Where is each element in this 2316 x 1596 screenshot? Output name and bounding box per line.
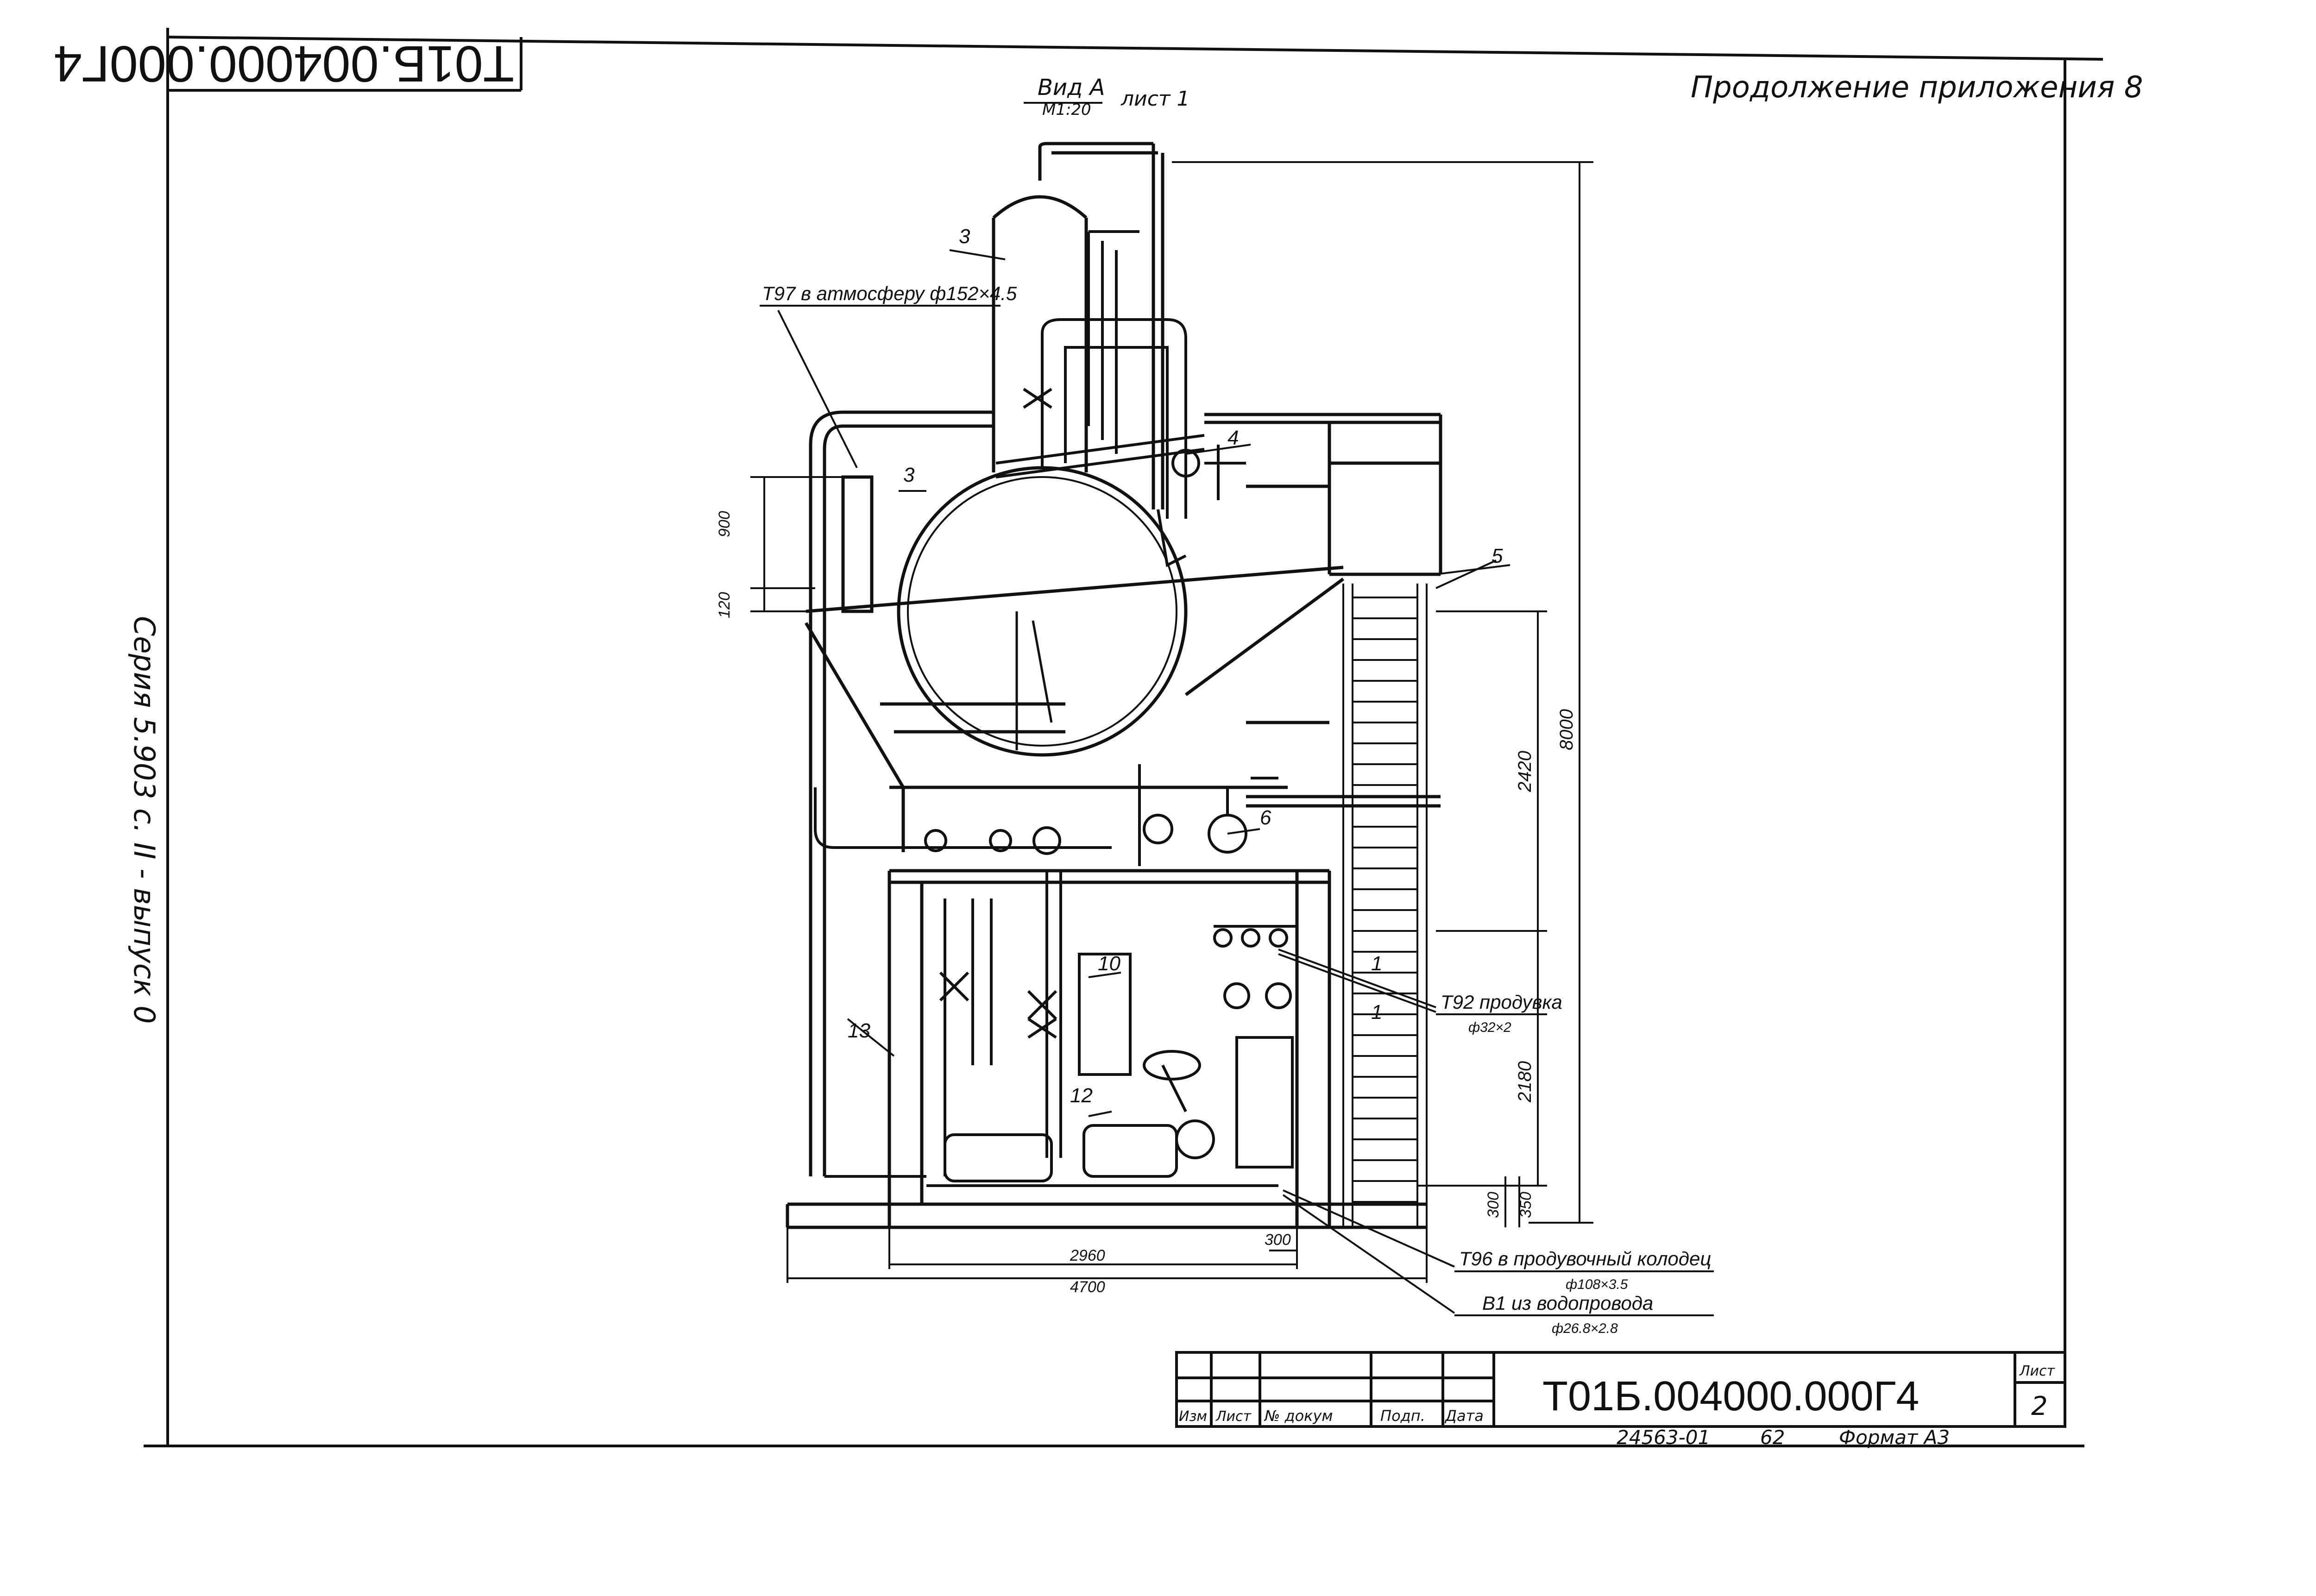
rotated-drawing-code: Т01Б.004000.000Г4: [54, 35, 514, 92]
position-1-upper: 1: [1371, 952, 1382, 975]
dim-4700: 4700: [1070, 1278, 1105, 1296]
dimension-labels: 900 120 8000 2420 2180 300 350 2960 300 …: [716, 511, 1577, 1296]
col-data: Дата: [1444, 1407, 1484, 1425]
dimension-lines: [750, 161, 1593, 1283]
series-side-text: Серия 5.903 с. II - выпуск 0: [127, 616, 161, 1024]
callout-t92-sub: ф32×2: [1468, 1020, 1511, 1035]
lower-piping: [814, 764, 1297, 1187]
footer-number: 24563-01: [1617, 1426, 1710, 1449]
pipe-callout-leaders: [760, 305, 1714, 1316]
position-6: 6: [1260, 806, 1271, 829]
callout-t97: Т97 в атмосферу ф152×4.5: [762, 283, 1017, 304]
callout-t96-sub: ф108×3.5: [1566, 1277, 1628, 1292]
title-block: [1175, 1351, 2066, 1428]
view-scale-label: М1:20: [1042, 101, 1091, 119]
position-5: 5: [1492, 545, 1503, 567]
callout-t92-main: Т92 продувка: [1441, 991, 1562, 1013]
callout-t96-main: Т96 в продувочный колодец: [1459, 1248, 1711, 1269]
upper-piping: [995, 230, 1246, 567]
stair-treads: [1353, 597, 1417, 1203]
dim-900: 900: [716, 511, 733, 537]
dim-8000: 8000: [1556, 709, 1577, 750]
col-podp: Подп.: [1380, 1407, 1425, 1425]
dim-120: 120: [716, 592, 733, 618]
sheet-number: 2: [2031, 1391, 2048, 1421]
deaeration-column: [992, 142, 1164, 509]
vent-column: [809, 410, 994, 1176]
col-izm: Изм: [1179, 1408, 1207, 1425]
position-12: 12: [1070, 1084, 1093, 1107]
lower-frame: [786, 869, 1427, 1229]
position-4: 4: [1227, 427, 1239, 449]
footer-62: 62: [1760, 1426, 1785, 1449]
footer-format: Формат А3: [1839, 1426, 1950, 1449]
continuation-note: Продолжение приложения 8: [1691, 70, 2143, 105]
title-block-text: Изм Лист № докум Подп. Дата Т01Б.004000.…: [1179, 1363, 2056, 1449]
dim-2960: 2960: [1070, 1247, 1105, 1264]
view-sheet-label: лист 1: [1120, 87, 1190, 111]
service-platform: [1204, 413, 1442, 808]
deaerator-installation: [786, 142, 1442, 1229]
document-code: Т01Б.004000.000Г4: [1542, 1373, 1919, 1420]
dim-2180: 2180: [1515, 1061, 1535, 1103]
tank-support: [804, 566, 1345, 852]
dim-300-vertical: 300: [1485, 1192, 1502, 1218]
position-13: 13: [848, 1019, 870, 1042]
stairs: [1342, 584, 1428, 1227]
callout-b1-sub: ф26.8×2.8: [1552, 1321, 1618, 1336]
position-3-column: 3: [959, 225, 970, 248]
callout-b1-main: В1 из водопровода: [1482, 1292, 1653, 1314]
view-title: Вид А М1:20 лист 1: [1024, 75, 1190, 119]
sheet-label: Лист: [2019, 1363, 2056, 1379]
position-10: 10: [1098, 952, 1120, 975]
dim-2420: 2420: [1515, 751, 1535, 792]
dim-350: 350: [1517, 1192, 1535, 1218]
position-1-lower: 1: [1371, 1001, 1382, 1024]
position-numbers: 3 3 4 5 6 10 12 13 1 1: [848, 225, 1503, 1107]
view-title-label: Вид А: [1038, 75, 1105, 101]
drawing-frame: [144, 28, 2103, 1447]
position-callouts: [847, 249, 1510, 1117]
deaerator-tank: [897, 466, 1188, 757]
pipe-callouts: Т97 в атмосферу ф152×4.5 Т92 продувка ф3…: [762, 283, 1711, 1336]
position-3-vent: 3: [903, 464, 915, 486]
dim-300-horizontal: 300: [1265, 1231, 1291, 1249]
col-list: Лист: [1215, 1408, 1252, 1425]
col-ndoc: № докум: [1264, 1407, 1333, 1425]
